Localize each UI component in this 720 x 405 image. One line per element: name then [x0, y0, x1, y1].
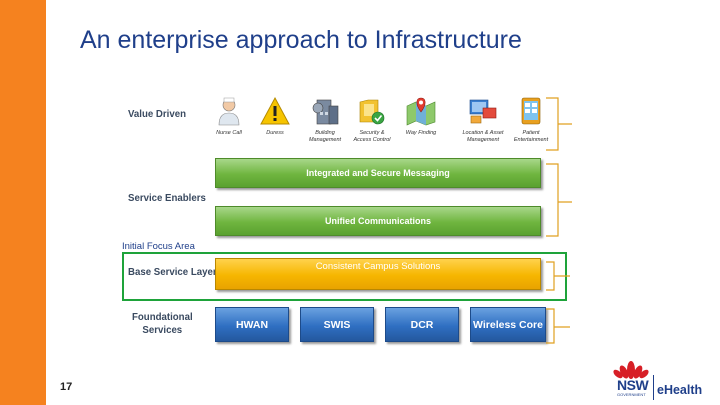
icon-label-line1: Way Finding — [405, 130, 437, 136]
icon-label-line1: Security & — [359, 130, 385, 136]
row-label-foundational: Foundational Services — [132, 311, 193, 337]
bracket-value-driven — [546, 97, 572, 151]
focus-area-box — [122, 252, 567, 301]
security-icon — [359, 99, 385, 125]
ehealth-wordmark: eHealth — [657, 383, 703, 397]
map-pin-icon — [406, 97, 436, 126]
icon-label-line1: Building — [315, 130, 335, 136]
focus-area-label: Initial Focus Area — [122, 241, 195, 252]
row-label-base-service-layer: Base Service Layer — [128, 266, 217, 278]
building-icon — [312, 99, 339, 125]
icon-label-line1: Patient — [522, 130, 540, 136]
nurse-icon — [218, 97, 240, 126]
accent-orange-bar — [0, 0, 46, 405]
service-wireless-core: Wireless Core — [470, 307, 546, 342]
page-title: An enterprise approach to Infrastructure — [80, 26, 522, 54]
service-hwan: HWAN — [215, 307, 289, 342]
government-wordmark: GOVERNMENT — [617, 392, 646, 397]
icon-label-line2: Access Control — [353, 137, 391, 143]
waratah-logo-icon — [613, 361, 649, 379]
row-label-service-enablers: Service Enablers — [128, 192, 206, 204]
bracket-base-service — [546, 261, 570, 291]
bracket-service-enablers — [546, 163, 572, 237]
row-label-value-driven: Value Driven — [128, 108, 186, 120]
bracket-foundational — [546, 308, 570, 344]
messaging-bar: Integrated and Secure Messaging — [215, 158, 541, 188]
foundational-line2: Services — [142, 324, 183, 336]
location-asset-icon — [469, 99, 497, 124]
icon-label-line2: Management — [308, 137, 342, 143]
foundational-line1: Foundational — [132, 311, 193, 323]
icon-label-line2: Entertainment — [513, 137, 549, 143]
icon-cell-nurse-call: Nurse Call — [205, 96, 253, 137]
service-swis: SWIS — [300, 307, 374, 342]
icon-label-line1: Location & Asset — [462, 130, 504, 136]
page-number: 17 — [60, 381, 73, 393]
service-dcr: DCR — [385, 307, 459, 342]
campus-solutions-bar — [215, 258, 541, 290]
icon-label-line2: Management — [466, 137, 500, 143]
tablet-icon — [521, 97, 541, 125]
nsw-wordmark: NSW — [617, 377, 649, 393]
warning-icon — [260, 96, 290, 125]
icon-cell-security: Security &Access Control — [348, 96, 396, 144]
unified-communications-bar: Unified Communications — [215, 206, 541, 236]
icon-cell-way-finding: Way Finding — [397, 96, 445, 137]
icon-label-line1: Duress — [266, 130, 284, 136]
icon-cell-duress: Duress — [251, 96, 299, 137]
icon-label-line1: Nurse Call — [216, 130, 242, 136]
logo-divider — [653, 375, 654, 400]
campus-solutions-label: Consistent Campus Solutions — [315, 261, 441, 272]
